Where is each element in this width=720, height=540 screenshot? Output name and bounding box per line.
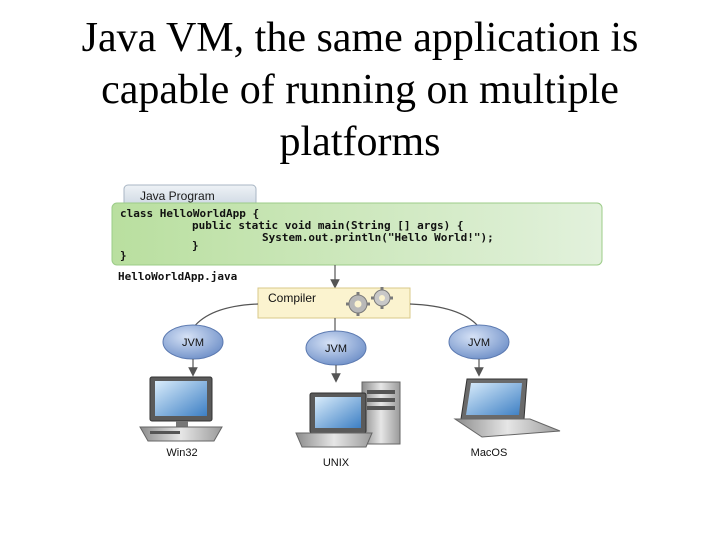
title-line-1: Java VM, the same application is: [81, 15, 639, 61]
title-line-2: capable of running on multiple: [101, 67, 619, 113]
code-line-5: }: [120, 249, 127, 262]
title-line-3: platforms: [279, 119, 441, 165]
platform-unix-label: UNIX: [323, 457, 350, 469]
desktop-computer-icon: [139, 376, 223, 442]
jvm-right-label: JVM: [468, 337, 490, 349]
program-tab-label: Java Program: [140, 189, 215, 203]
laptop-icon: [453, 378, 561, 438]
server-tower-icon: [295, 381, 401, 448]
connector-right: [409, 303, 479, 327]
code-line-1: class HelloWorldApp {: [120, 207, 259, 220]
platform-macos-label: MacOS: [471, 447, 508, 459]
code-line-4: }: [192, 239, 199, 252]
platform-win32-label: Win32: [166, 447, 197, 459]
jvm-left-label: JVM: [182, 337, 204, 349]
jvm-center: JVM: [305, 330, 367, 366]
code-panel: class HelloWorldApp { public static void…: [111, 202, 603, 266]
connector-left: [192, 303, 259, 329]
jvm-center-label: JVM: [325, 343, 347, 355]
code-line-3: System.out.println("Hello World!");: [262, 231, 494, 244]
gears-icon: [346, 287, 393, 316]
jvm-left: JVM: [162, 324, 224, 360]
program-tab: Java Program: [123, 184, 257, 208]
platform-arrows: [188, 359, 484, 383]
code-line-2: public static void main(String [] args) …: [192, 219, 464, 232]
source-filename: HelloWorldApp.java: [118, 270, 237, 283]
compiler-label: Compiler: [268, 291, 316, 305]
jvm-right: JVM: [448, 324, 510, 360]
compiler-box: Compiler: [257, 287, 411, 319]
slide-title: Java VM, the same application is capable…: [20, 12, 700, 168]
